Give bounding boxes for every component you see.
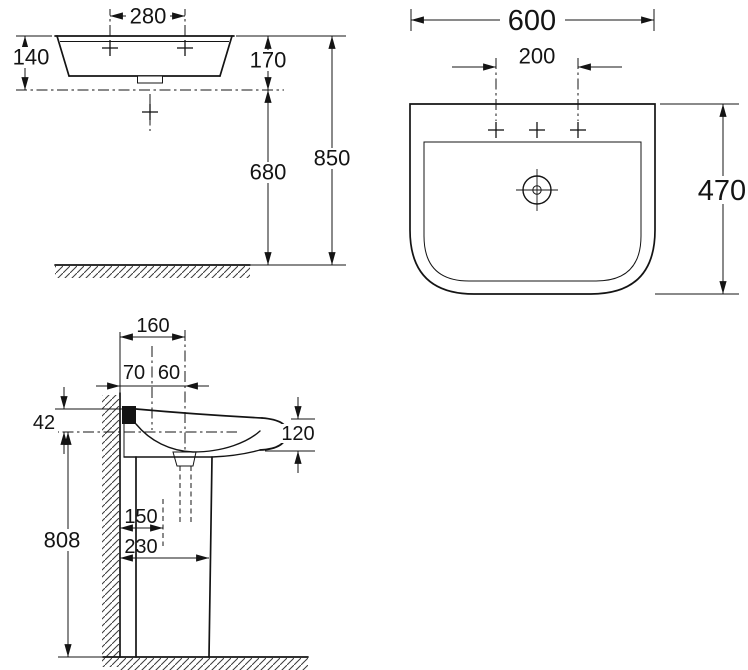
dim-label-808: 808 xyxy=(44,528,81,553)
rim-section-cut xyxy=(122,406,136,424)
drain-trap xyxy=(172,451,197,467)
basin-outer-outline xyxy=(409,103,656,295)
faucet-hole-marker xyxy=(529,122,545,138)
dimension-850: 850 xyxy=(250,36,354,266)
dimension-120: 120 xyxy=(265,397,317,473)
faucet-hole-marker xyxy=(102,40,118,56)
dim-label-470: 470 xyxy=(698,175,746,207)
dim-label-150: 150 xyxy=(124,506,157,528)
dim-label-60: 60 xyxy=(158,362,180,384)
dimension-470: 470 xyxy=(655,103,748,295)
basin-side-outline xyxy=(54,35,235,84)
basin-profile xyxy=(122,406,288,522)
dimension-200: 200 xyxy=(452,44,622,121)
dim-label-280: 280 xyxy=(130,4,167,29)
dim-label-600: 600 xyxy=(508,5,556,37)
dimension-70-60: 70 60 xyxy=(96,362,209,390)
dimension-140: 140 xyxy=(11,35,52,90)
plan-view: 600 200 470 xyxy=(409,5,748,295)
dimension-600: 600 xyxy=(410,5,655,37)
dimension-170: 170 xyxy=(236,35,346,90)
dim-label-680: 680 xyxy=(250,160,287,185)
overflow-bracket xyxy=(137,75,163,84)
dimension-42: 42 xyxy=(31,387,122,454)
dim-label-70: 70 xyxy=(123,362,145,384)
faucet-hole-marker xyxy=(570,122,586,138)
dim-label-170: 170 xyxy=(250,48,287,73)
wall-section xyxy=(102,332,121,667)
mounting-hole-marker xyxy=(142,94,158,131)
dimension-680: 680 xyxy=(246,90,290,265)
dimension-150: 150 xyxy=(120,499,164,546)
faucet-hole-marker xyxy=(177,40,193,56)
side-view: 280 140 170 680 xyxy=(11,4,354,278)
dim-label-230: 230 xyxy=(124,536,157,558)
dim-label-42: 42 xyxy=(33,412,55,434)
dimension-230: 230 xyxy=(120,536,209,562)
floor-line xyxy=(54,264,251,278)
wall-hatch xyxy=(102,395,120,667)
dimension-280: 280 xyxy=(109,4,186,36)
dim-label-160: 160 xyxy=(136,315,169,337)
dim-label-850: 850 xyxy=(314,146,351,171)
pedestal-side-view: 160 70 60 42 120 xyxy=(31,315,317,670)
dim-label-200: 200 xyxy=(519,44,556,69)
floor-hatch xyxy=(55,266,250,278)
dimension-808: 808 xyxy=(39,432,85,657)
floor-hatch xyxy=(120,658,308,670)
floor-section xyxy=(58,656,309,670)
basin-inner-outline xyxy=(423,141,642,282)
dim-label-140: 140 xyxy=(13,45,50,70)
dim-label-120: 120 xyxy=(281,423,314,445)
drain-symbol xyxy=(516,169,558,211)
dimension-160: 160 xyxy=(120,315,185,341)
faucet-hole-marker xyxy=(488,122,504,138)
